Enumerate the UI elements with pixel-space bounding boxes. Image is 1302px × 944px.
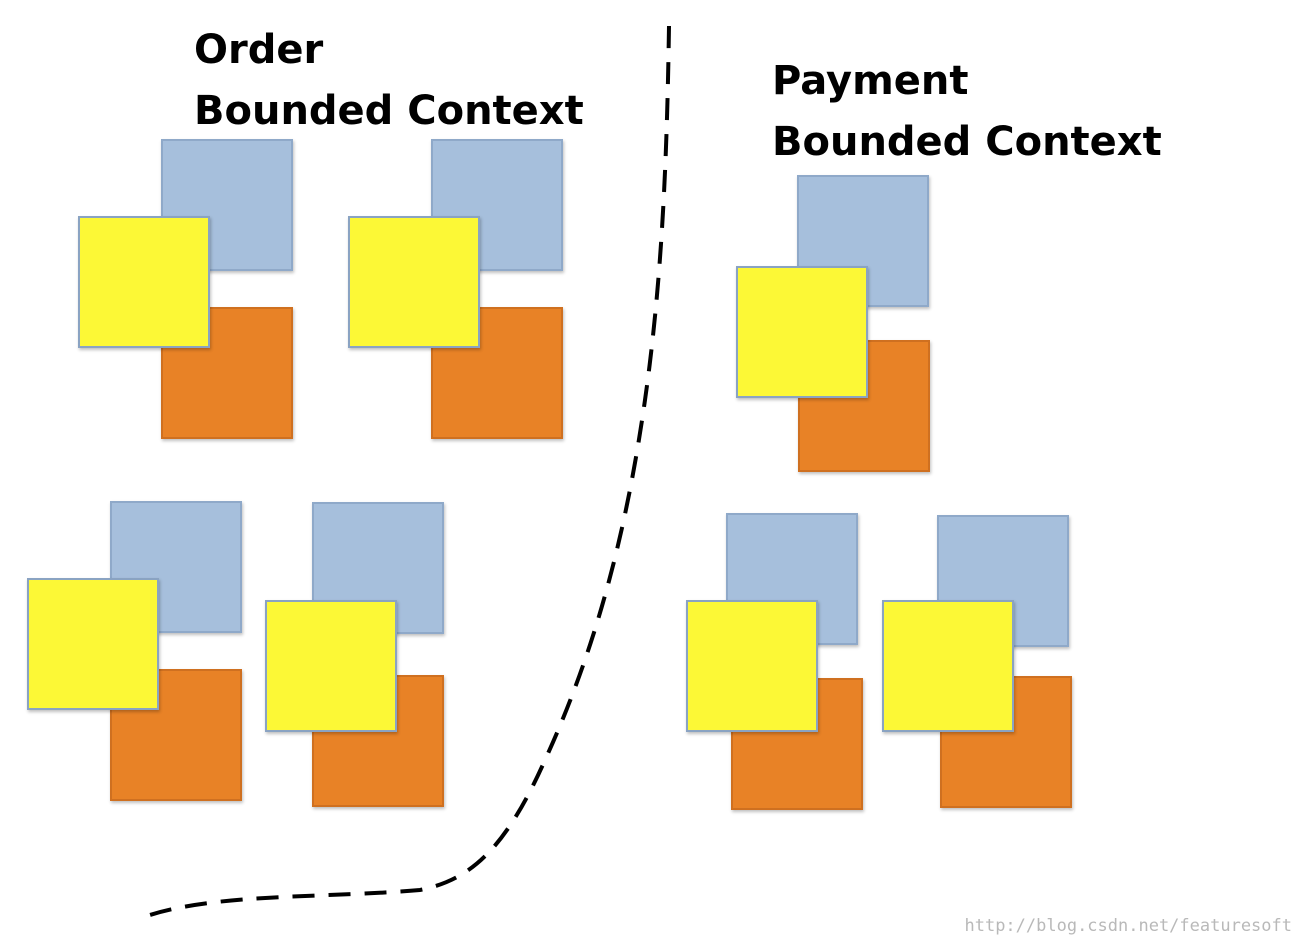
order-group-2-yellow-note	[348, 216, 480, 348]
watermark-url: http://blog.csdn.net/featuresoft	[964, 916, 1292, 936]
payment-group-2-yellow-note	[686, 600, 818, 732]
payment-context-title: Payment Bounded Context	[772, 51, 1162, 173]
order-title-line2: Bounded Context	[194, 88, 584, 134]
order-group-1-yellow-note	[78, 216, 210, 348]
payment-group-1-yellow-note	[736, 266, 868, 398]
order-group-4-yellow-note	[265, 600, 397, 732]
payment-title-line1: Payment	[772, 58, 969, 104]
payment-title-line2: Bounded Context	[772, 119, 1162, 165]
payment-group-3-yellow-note	[882, 600, 1014, 732]
order-context-title: Order Bounded Context	[194, 20, 584, 142]
order-group-3-yellow-note	[27, 578, 159, 710]
order-title-line1: Order	[194, 27, 324, 73]
